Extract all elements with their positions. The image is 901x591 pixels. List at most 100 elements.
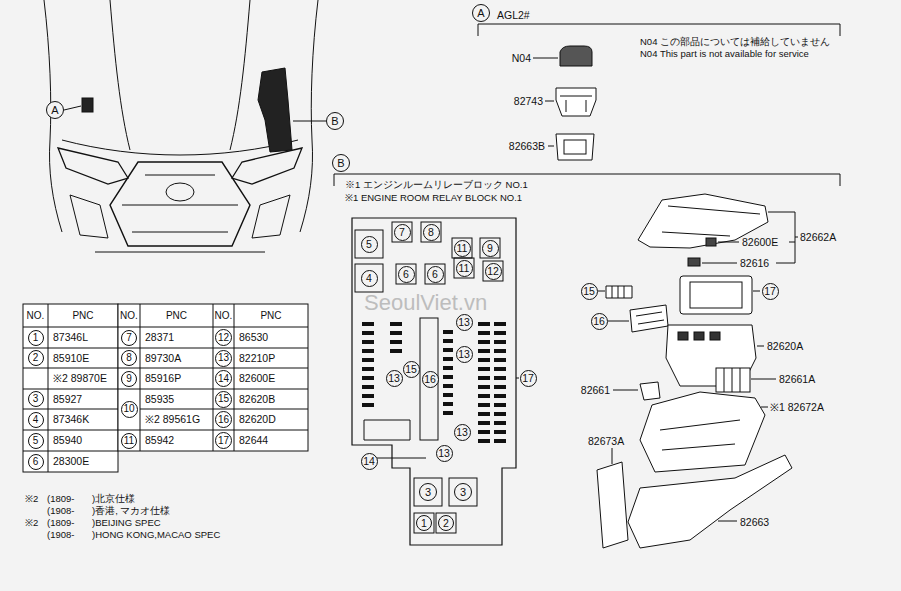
part-number: 82663 [740, 516, 769, 528]
part-drawing-stroke [545, 101, 554, 102]
callout-text: 12 [487, 266, 499, 277]
callout-number: 9 [482, 240, 499, 257]
callout-text: A [51, 105, 58, 116]
callout-number: 13 [456, 314, 473, 331]
callout-number: 7 [394, 224, 411, 241]
part-number: 82662A [800, 231, 836, 243]
table-cell: 82620D [239, 413, 276, 425]
car-illustration-stroke [300, 0, 318, 232]
parts-table-stroke [23, 304, 118, 472]
note-text: ※1 エンジンルームリレーブロック NO.1 [345, 180, 528, 191]
part-drawing-stroke [630, 305, 668, 332]
relay-block-outline-stroke [355, 264, 383, 292]
table-cell: 86530 [239, 331, 268, 343]
callout-number: 3 [454, 483, 472, 501]
callout-number: 14 [215, 370, 232, 387]
part-drawing-stroke [757, 346, 764, 347]
part-drawing-stroke [688, 258, 700, 266]
callout-text: 17 [764, 286, 776, 297]
callout-text: 13 [218, 353, 229, 363]
callout-text: 11 [457, 243, 468, 254]
footnote: )HONG KONG,MACAO SPEC [92, 530, 220, 541]
note-text: N04 This part is not available for servi… [640, 49, 809, 60]
relay-block-outline-stroke [454, 258, 474, 278]
table-cell: 82210P [239, 352, 275, 364]
table-header: NO. [215, 310, 233, 322]
car-illustration-stroke [70, 195, 108, 238]
table-cell: 85916P [145, 372, 181, 384]
callout-text: 13 [456, 427, 468, 438]
table-header: PNC [260, 310, 281, 322]
callout-number: 17 [762, 283, 779, 300]
table-cell: 28300E [53, 455, 89, 467]
car-illustration-stroke [230, 0, 250, 150]
callout-number: 17 [215, 432, 232, 449]
car-illustration-stroke [258, 68, 292, 152]
callout-text: A [477, 8, 484, 19]
callout-number: 8 [423, 224, 440, 241]
part-drawing-stroke [612, 286, 624, 298]
relay-block-outline-stroke [516, 378, 519, 379]
callout-number: 5 [28, 433, 44, 449]
relay-block-outline-stroke [421, 222, 441, 242]
table-header: PNC [166, 310, 187, 322]
relay-block-outline-stroke [483, 261, 503, 281]
footnote: ※2 [25, 518, 38, 529]
callout-number: 11 [456, 260, 473, 277]
part-drawing-stroke [718, 521, 737, 522]
callout-number: 15 [403, 361, 420, 378]
note-text: ※1 ENGINE ROOM RELAY BLOCK NO.1 [345, 193, 522, 204]
part-drawing-stroke [606, 286, 632, 298]
part-drawing-stroke [608, 321, 629, 322]
callout-text: 2 [33, 353, 39, 363]
relay-block-outline-stroke [414, 478, 442, 506]
relay-block-outline-stroke [414, 513, 434, 533]
callout-number: 15 [215, 391, 232, 408]
callout-text: 13 [458, 317, 470, 328]
callout-text: 3 [425, 487, 431, 498]
callout-text: 8 [428, 227, 434, 238]
part-drawing-stroke [751, 379, 776, 380]
part-number: N04 [512, 52, 531, 64]
callout-number: 17 [520, 370, 537, 387]
footnote: )香港, マカオ仕様 [92, 506, 170, 517]
table-cell: ※2 89561G [145, 413, 200, 425]
part-number: 82743 [514, 95, 543, 107]
part-number: 82661 [581, 384, 610, 396]
part-drawing-stroke [533, 58, 558, 59]
callout-number: 11 [121, 433, 137, 449]
callout-number: 6 [427, 266, 444, 283]
callout-text: B [331, 116, 338, 127]
callout-text: 9 [126, 374, 132, 384]
footnote: )北京仕様 [92, 494, 135, 505]
table-cell: 85910E [53, 352, 89, 364]
parts-table-stroke [48, 304, 234, 472]
callout-text: 15 [405, 364, 417, 375]
callout-text: 15 [218, 394, 229, 404]
part-drawing-stroke [598, 291, 605, 292]
part-drawing-stroke [694, 332, 704, 340]
callout-number: 4 [28, 412, 44, 428]
callout-text: 17 [218, 436, 229, 446]
callout-text: 16 [593, 316, 605, 327]
callout-text: B [337, 158, 344, 169]
relay-block-outline-stroke [452, 238, 472, 258]
callout-number: 13 [456, 346, 473, 363]
callout-text: 8 [126, 353, 132, 363]
relay-block-outline-stroke [364, 420, 410, 440]
callout-text: 15 [583, 286, 595, 297]
table-cell: 85942 [145, 434, 174, 446]
callout-text: 9 [487, 243, 493, 254]
part-drawing-stroke [678, 332, 688, 340]
part-drawing-stroke [564, 140, 586, 154]
part-drawing-stroke [640, 382, 660, 400]
footnote: )BEIJING SPEC [92, 518, 161, 529]
part-number: 82673A [588, 435, 624, 447]
part-number: 82616 [740, 257, 769, 269]
car-illustration-stroke [232, 148, 302, 184]
callout-text: 13 [388, 373, 400, 384]
callout-text: 6 [33, 457, 39, 467]
table-cell: 85935 [145, 393, 174, 405]
part-drawing-stroke [716, 368, 750, 392]
callout-text: 5 [33, 436, 39, 446]
